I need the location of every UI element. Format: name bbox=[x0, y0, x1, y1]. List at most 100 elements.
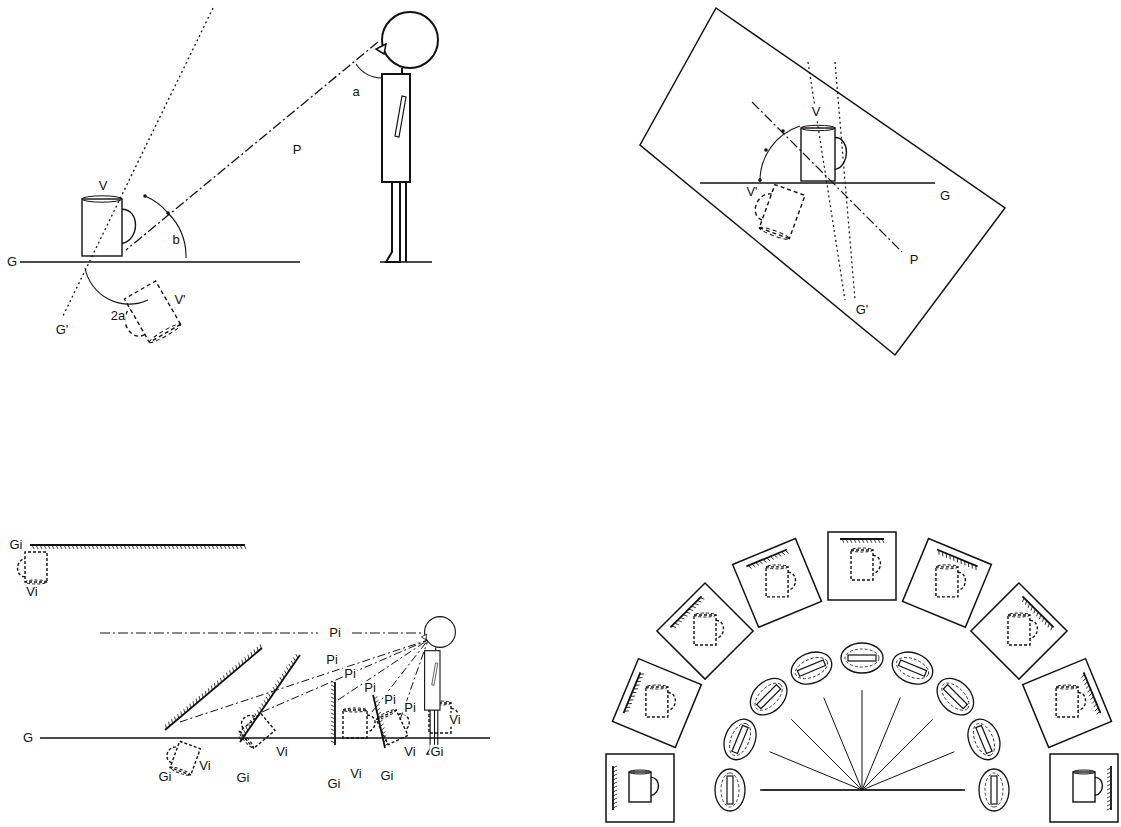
mug-reflection bbox=[18, 552, 47, 584]
figure-label: Vi bbox=[403, 745, 416, 759]
view-ray bbox=[862, 790, 962, 791]
mirror-plane bbox=[835, 62, 855, 300]
mirror-line bbox=[670, 596, 701, 627]
panel-arc-of-views bbox=[606, 532, 1118, 822]
mirror bbox=[670, 596, 704, 630]
view-ray bbox=[762, 790, 862, 791]
mirror-line bbox=[240, 655, 300, 742]
sight-line bbox=[100, 632, 318, 633]
figure-label: Pi bbox=[403, 701, 417, 715]
observer-top-view bbox=[841, 643, 883, 673]
figure-label: a bbox=[351, 85, 360, 99]
view-frame bbox=[1023, 659, 1112, 748]
mirror bbox=[331, 681, 335, 745]
view-frame bbox=[733, 538, 822, 627]
mirror-line bbox=[746, 550, 787, 567]
figure-label: G bbox=[6, 255, 18, 269]
sight-line bbox=[352, 632, 425, 633]
panel-reflection-geometry bbox=[20, 8, 438, 351]
view-frame bbox=[657, 583, 753, 679]
figure-label: G' bbox=[855, 303, 870, 317]
figure-label: Gi bbox=[158, 770, 173, 784]
observer-top-view bbox=[930, 671, 981, 722]
view-ray bbox=[862, 690, 863, 790]
observer-top-view bbox=[887, 646, 937, 690]
observer-top-view bbox=[743, 671, 794, 722]
figure-label: P bbox=[292, 143, 303, 157]
mirror bbox=[1107, 766, 1111, 810]
figure-label: V bbox=[98, 179, 109, 193]
observer-top-view bbox=[962, 714, 1006, 764]
view-frame bbox=[1050, 754, 1118, 822]
figure-label: Pi bbox=[363, 681, 377, 695]
figure-label: Pi bbox=[328, 626, 342, 640]
figure-label: Gi bbox=[327, 777, 342, 791]
mirror-line bbox=[1023, 596, 1054, 627]
figure-label: Gi bbox=[430, 745, 445, 759]
mug-view bbox=[629, 770, 658, 802]
figure-label: Vi bbox=[25, 585, 38, 599]
sight-line bbox=[180, 640, 428, 722]
mirror-line bbox=[165, 648, 262, 730]
figure-label: V' bbox=[745, 185, 758, 199]
observer-figure bbox=[421, 617, 455, 755]
panel-mirror-series bbox=[18, 545, 490, 777]
view-ray bbox=[862, 752, 954, 790]
view-ray bbox=[824, 698, 862, 790]
figure-label: Pi bbox=[325, 653, 339, 667]
view-ray bbox=[862, 719, 933, 790]
mug-view bbox=[694, 613, 723, 645]
figure-label: Pi bbox=[383, 693, 397, 707]
view-frame bbox=[903, 538, 992, 627]
view-frame bbox=[606, 754, 674, 822]
figure-label: G' bbox=[55, 323, 70, 337]
figure-label: Vi bbox=[275, 745, 288, 759]
mug-view bbox=[936, 565, 965, 597]
mug-view bbox=[1008, 613, 1037, 645]
mirror-line bbox=[1084, 672, 1101, 713]
sight-line bbox=[338, 640, 428, 700]
view-frame bbox=[612, 659, 701, 748]
figure-label: P bbox=[909, 253, 920, 267]
mug-view bbox=[1073, 770, 1102, 802]
figure-label: G bbox=[22, 731, 34, 745]
mug-reflection bbox=[343, 708, 375, 738]
sight-line bbox=[372, 640, 428, 712]
mirror bbox=[840, 539, 884, 543]
mirror bbox=[1020, 596, 1054, 630]
ground-line bbox=[20, 261, 300, 263]
sight-line bbox=[400, 640, 428, 720]
sight-line bbox=[752, 102, 902, 252]
mirror-plane bbox=[62, 8, 213, 318]
ground-line bbox=[700, 182, 935, 184]
mug-original bbox=[801, 125, 846, 181]
mirror-line bbox=[624, 672, 641, 713]
mirror bbox=[165, 644, 262, 730]
mirror bbox=[613, 766, 617, 810]
base-line bbox=[760, 789, 965, 790]
ground-line bbox=[40, 737, 490, 739]
mirror bbox=[624, 672, 645, 714]
view-frame bbox=[828, 532, 896, 600]
mirror bbox=[239, 654, 300, 742]
observer-top-view bbox=[718, 714, 762, 764]
figure-label: 2a bbox=[110, 309, 126, 323]
figure-label: G bbox=[939, 189, 951, 203]
figure-label: V' bbox=[173, 293, 186, 307]
mug-view bbox=[766, 565, 795, 597]
mug-original bbox=[82, 196, 136, 256]
observer-figure bbox=[376, 12, 438, 262]
observer-top-view bbox=[786, 646, 836, 690]
figure-label: Vi bbox=[349, 767, 362, 781]
view-ray bbox=[791, 719, 862, 790]
observer-top-view bbox=[979, 769, 1009, 811]
mug-reflection bbox=[233, 708, 275, 750]
panel-rotated-view bbox=[640, 8, 1005, 355]
figure-label: Vi bbox=[198, 759, 211, 773]
mug-view bbox=[646, 685, 675, 717]
mug-view bbox=[851, 548, 880, 580]
mirror-line bbox=[937, 550, 978, 567]
view-frame bbox=[971, 583, 1067, 679]
